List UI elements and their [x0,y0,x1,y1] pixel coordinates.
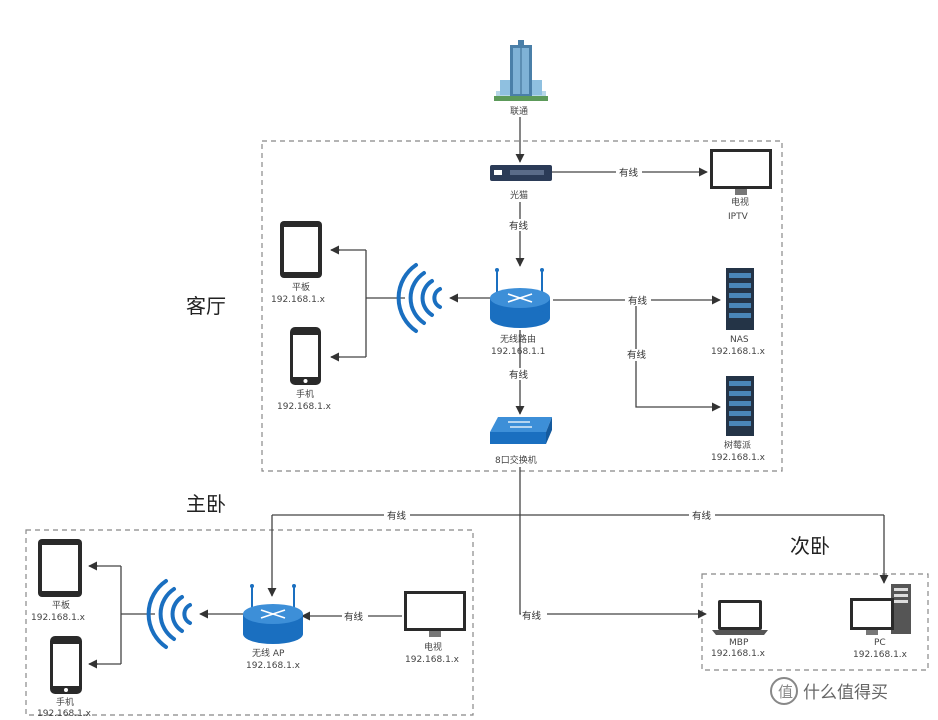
switch-icon [490,417,552,444]
master-room-box [25,529,474,716]
room-label-second: 次卧 [790,534,830,558]
edge-switch-mbp [519,515,707,619]
switch-label: 8口交换机 [495,454,537,466]
edge-label-tv-ap: 有线 [344,611,364,623]
phone-master-ip: 192.168.1.x [37,709,92,719]
edge-wifi-master-devices [89,565,155,665]
living-room-box [261,140,783,472]
nas-server-icon [726,268,754,330]
tv-iptv-sublabel: IPTV [728,212,749,222]
wifi-living-icon [396,263,442,333]
tv-master-icon [404,591,466,637]
modem-label: 光猫 [510,189,528,201]
tv-iptv-label: 电视 [731,196,749,208]
pc-label: PC [874,638,886,648]
phone-master-label: 手机 [56,696,74,708]
watermark-logo-icon [770,677,798,705]
raspberry-ip: 192.168.1.x [711,453,766,463]
laptop-mbp-icon [712,600,768,635]
nas-ip: 192.168.1.x [711,347,766,357]
phone-living-label: 手机 [296,388,314,400]
second-room-box [701,573,929,671]
watermark-text: 什么值得买 [803,683,888,703]
mbp-label: MBP [729,638,749,648]
room-label-master: 主卧 [186,492,226,516]
router-label: 无线路由 [500,333,536,345]
watermark: 值 什么值得买 [770,677,888,705]
nas-label: NAS [730,335,749,345]
room-label-living: 客厅 [186,294,226,318]
tv-master-ip: 192.168.1.x [405,655,460,665]
isp-label: 联通 [510,106,528,117]
ap-icon [243,584,303,644]
router-icon [490,268,550,328]
tablet-master-ip: 192.168.1.x [31,613,86,623]
ap-ip: 192.168.1.x [246,661,301,671]
tablet-living-label: 平板 [292,281,310,293]
edge-router-pi [635,300,721,412]
edge-label-router-pi: 有线 [627,349,647,361]
edge-labels: 有线 有线 有线 有线 有线 有线 有线 有线 有线 [342,166,715,623]
edge-label-switch-mbp: 有线 [522,610,542,622]
modem-icon [490,165,552,181]
phone-master-icon [50,636,82,694]
tablet-living-ip: 192.168.1.x [271,295,326,305]
router-ip: 192.168.1.1 [491,347,545,357]
tablet-master-label: 平板 [52,599,70,611]
tablet-master-icon [38,539,82,597]
edge-wifi-devices [331,249,405,358]
edge-label-modem-router: 有线 [509,220,529,232]
edge-label-router-nas: 有线 [628,295,648,307]
pc-ip: 192.168.1.x [853,650,908,660]
raspberry-label: 树莓派 [724,439,751,451]
phone-living-ip: 192.168.1.x [277,402,332,412]
edge-label-router-switch: 有线 [509,369,529,381]
wifi-master-icon [146,579,192,649]
pc-icon [850,584,911,635]
phone-living-icon [290,327,321,385]
mbp-ip: 192.168.1.x [711,649,766,659]
ap-label: 无线 AP [252,647,285,659]
watermark-logo-glyph: 值 [778,683,793,701]
isp-building-icon [494,40,548,101]
tv-master-label: 电视 [424,641,442,653]
raspberry-server-icon [726,376,754,436]
tv-iptv-icon [710,149,772,195]
connections [88,117,889,669]
edge-label-modem-tv: 有线 [619,167,639,179]
edge-label-bus-pc: 有线 [692,510,712,522]
tablet-living-icon [280,221,322,278]
edge-label-bus-ap: 有线 [387,510,407,522]
